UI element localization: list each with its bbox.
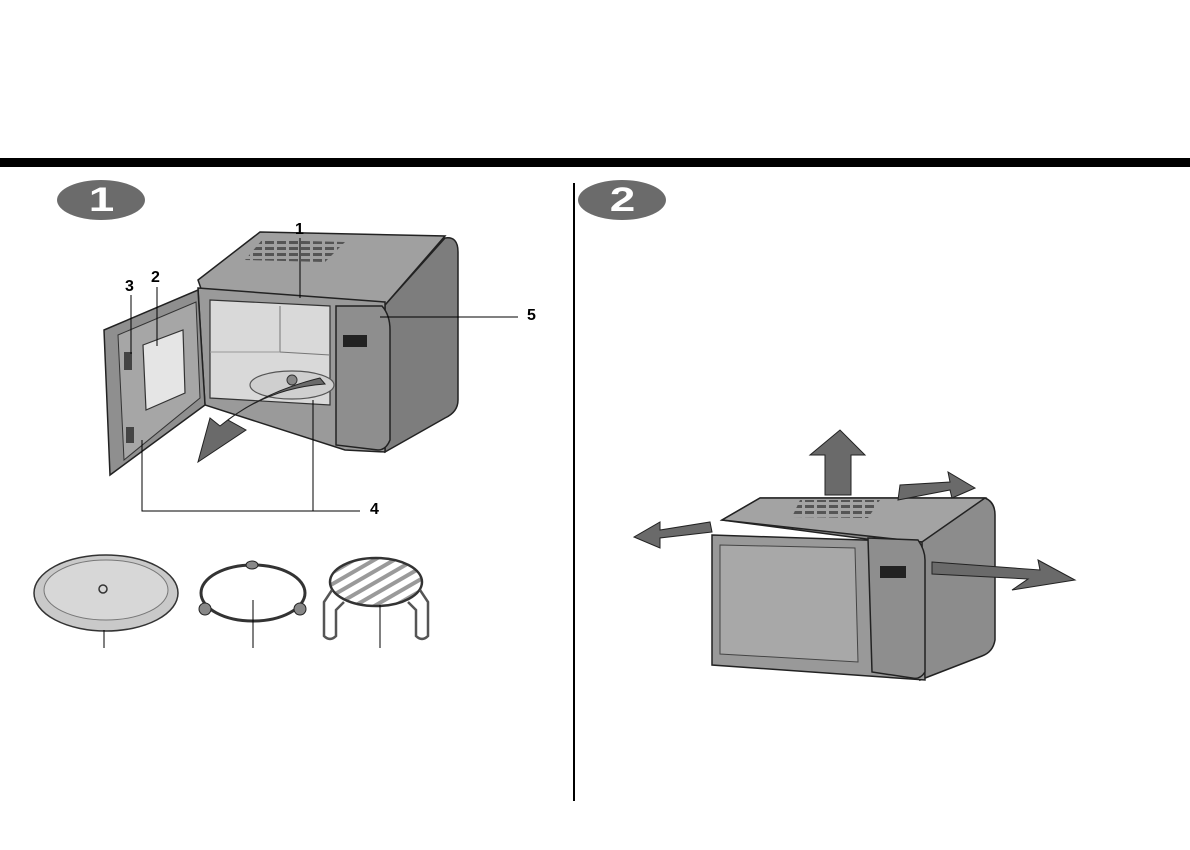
closed-microwave-illustration [634,430,1075,680]
door-latch-top [124,352,132,370]
top-vent-closed [792,500,880,518]
grill-rack [324,558,428,639]
arrow-left [634,522,712,548]
accessories [34,555,428,648]
callout-3: 3 [125,278,134,296]
display-window-closed [880,566,906,578]
open-microwave-illustration [104,232,518,511]
callout-4: 4 [370,501,379,519]
callout-2: 2 [151,269,160,287]
callout-1: 1 [295,221,304,239]
door-latch-bottom [126,427,134,443]
control-panel-closed [868,538,925,678]
display-window [343,335,367,347]
arrow-up [810,430,865,495]
arrow-back [898,472,975,500]
callout-5: 5 [527,307,536,325]
control-panel [336,306,390,450]
